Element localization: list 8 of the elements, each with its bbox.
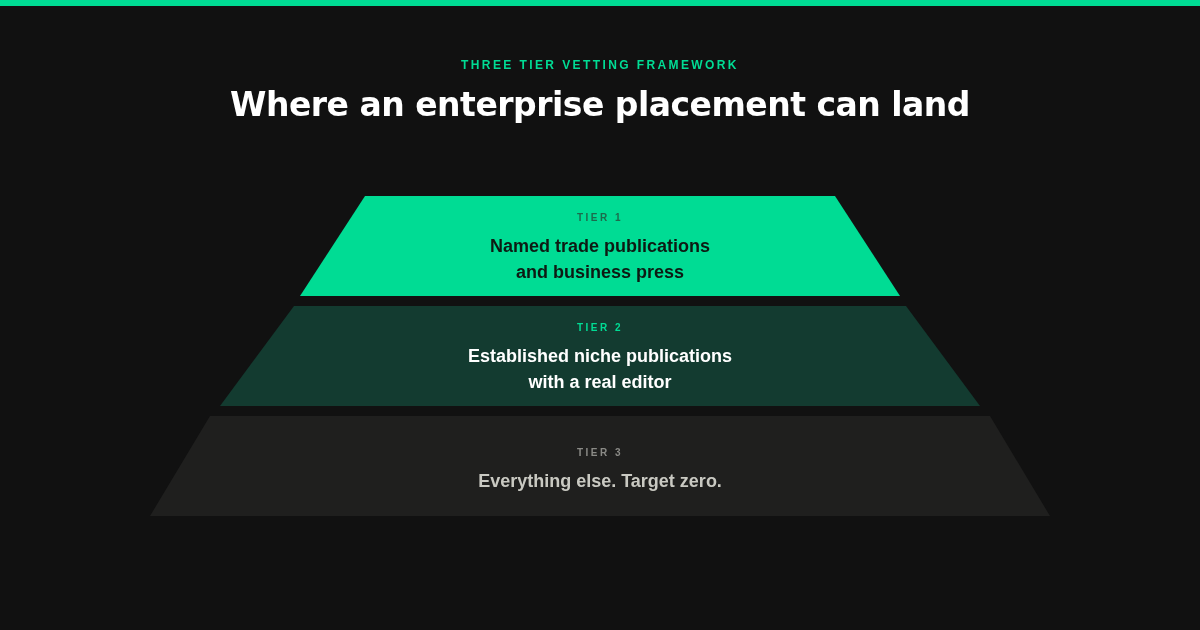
tier-label: TIER 1	[576, 211, 624, 224]
tier-description: Named trade publications and business press	[488, 234, 711, 284]
diagram-title: Where an enterprise placement can land	[230, 85, 970, 124]
tier-label: TIER 2	[576, 321, 624, 334]
tier-description: Established niche publications with a real editor	[466, 344, 734, 394]
kicker-label: THREE TIER VETTING FRAMEWORK	[461, 58, 739, 72]
tier-description: Everything else. Target zero.	[478, 469, 722, 493]
tier-label: TIER 3	[576, 446, 624, 459]
